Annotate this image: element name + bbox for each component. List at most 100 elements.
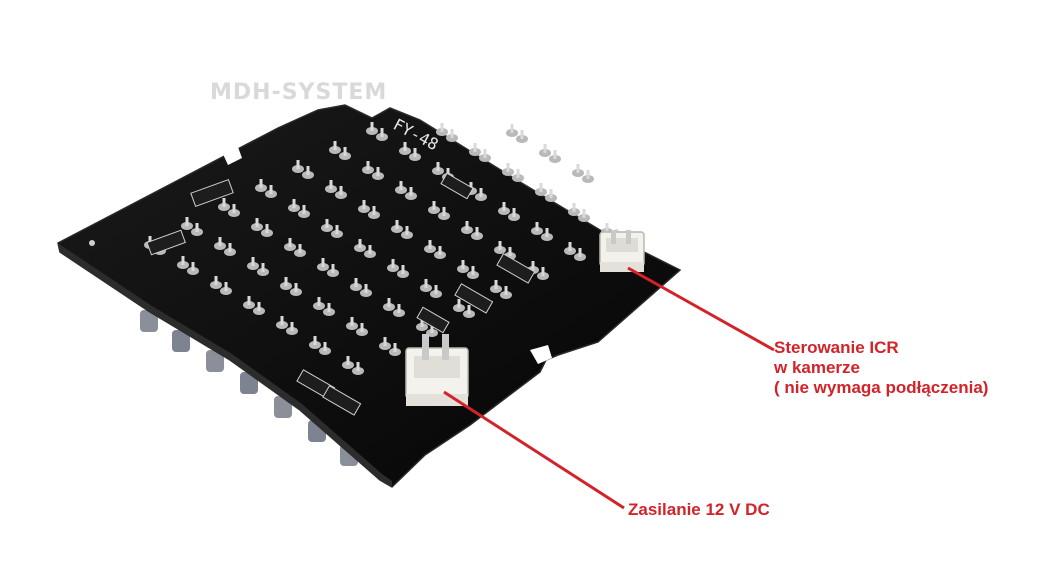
led-leg <box>383 337 387 346</box>
led-leg <box>576 164 580 173</box>
watermark: MDH-SYSTEM <box>210 80 388 105</box>
led-leg <box>350 317 354 326</box>
led-leg <box>397 304 401 313</box>
led-leg <box>331 264 335 273</box>
led-leg <box>586 170 590 179</box>
led-leg <box>255 218 259 227</box>
led-leg <box>428 240 432 249</box>
led-leg <box>467 305 471 314</box>
led-leg <box>181 256 185 265</box>
led-leg <box>446 168 450 177</box>
led-leg <box>438 246 442 255</box>
pcb-notch <box>530 345 552 364</box>
led-leg <box>508 247 512 256</box>
led-leg <box>222 198 226 207</box>
led-leg <box>321 258 325 267</box>
led-leg <box>450 129 454 138</box>
pcb-edge <box>58 243 392 487</box>
led-leg <box>354 278 358 287</box>
led-leg <box>543 144 547 153</box>
led-leg <box>461 260 465 269</box>
led-leg <box>393 343 397 352</box>
led-leg <box>313 336 317 345</box>
led-leg <box>323 342 327 351</box>
mounting-hole <box>89 240 95 246</box>
led-leg <box>420 318 424 327</box>
smd-components <box>146 172 536 416</box>
icr-callout-line2: w kamerze <box>774 358 860 377</box>
led-leg <box>430 324 434 333</box>
led-leg <box>399 181 403 190</box>
led-leg <box>195 223 199 232</box>
led-leg <box>405 226 409 235</box>
led-leg <box>401 265 405 274</box>
led-underside-row <box>140 310 358 466</box>
led-leg <box>535 222 539 231</box>
led-leg <box>494 280 498 289</box>
led-leg <box>475 227 479 236</box>
led-leg <box>465 221 469 230</box>
led-leg <box>413 148 417 157</box>
led-leg <box>368 245 372 254</box>
icr-callout: Sterowanie ICR w kamerze ( nie wymaga po… <box>774 338 988 398</box>
led-leg <box>261 263 265 272</box>
icr-callout-line3: ( nie wymaga podłączenia) <box>774 378 989 397</box>
led-leg <box>296 160 300 169</box>
led-leg <box>372 206 376 215</box>
led-leg <box>483 149 487 158</box>
led-leg <box>391 259 395 268</box>
led-leg <box>479 188 483 197</box>
led-leg <box>424 279 428 288</box>
led-leg <box>520 130 524 139</box>
led-leg <box>469 182 473 191</box>
led-leg <box>409 187 413 196</box>
led-leg <box>578 248 582 257</box>
led-leg <box>259 179 263 188</box>
icr-callout-line1: Sterowanie ICR <box>774 338 899 357</box>
led-leg <box>294 283 298 292</box>
led-leg <box>358 239 362 248</box>
led-leg <box>218 237 222 246</box>
pcb-notch <box>222 147 242 165</box>
led-leg <box>317 297 321 306</box>
led-leg <box>366 161 370 170</box>
led-leg <box>516 169 520 178</box>
led-leg <box>280 316 284 325</box>
led-leg <box>432 201 436 210</box>
power-callout: Zasilanie 12 V DC <box>628 500 770 519</box>
led-leg <box>292 199 296 208</box>
led-leg <box>605 223 609 232</box>
led-leg <box>232 204 236 213</box>
led-leg <box>539 183 543 192</box>
led-leg <box>473 143 477 152</box>
led-leg <box>343 147 347 156</box>
led-leg <box>498 241 502 250</box>
led-leg <box>568 242 572 251</box>
led-leg <box>541 267 545 276</box>
icr-connector <box>599 230 645 272</box>
led-leg <box>228 243 232 252</box>
led-leg <box>224 282 228 291</box>
icr-leader-line <box>627 266 775 352</box>
led-leg <box>327 303 331 312</box>
led-leg <box>265 224 269 233</box>
led-leg <box>434 285 438 294</box>
led-leg <box>288 238 292 247</box>
led-leg <box>284 277 288 286</box>
led-leg <box>510 124 514 133</box>
led-leg <box>251 257 255 266</box>
led-leg <box>364 284 368 293</box>
led-leg <box>387 298 391 307</box>
led-leg <box>356 362 360 371</box>
led-leg <box>457 299 461 308</box>
led-leg <box>339 186 343 195</box>
power-leader-line <box>443 390 625 510</box>
led-leg <box>471 266 475 275</box>
led-leg <box>506 163 510 172</box>
led-leg <box>531 261 535 270</box>
led-leg <box>549 189 553 198</box>
led-leg <box>403 142 407 151</box>
led-leg <box>257 302 261 311</box>
led-leg <box>298 244 302 253</box>
led-leg <box>306 166 310 175</box>
